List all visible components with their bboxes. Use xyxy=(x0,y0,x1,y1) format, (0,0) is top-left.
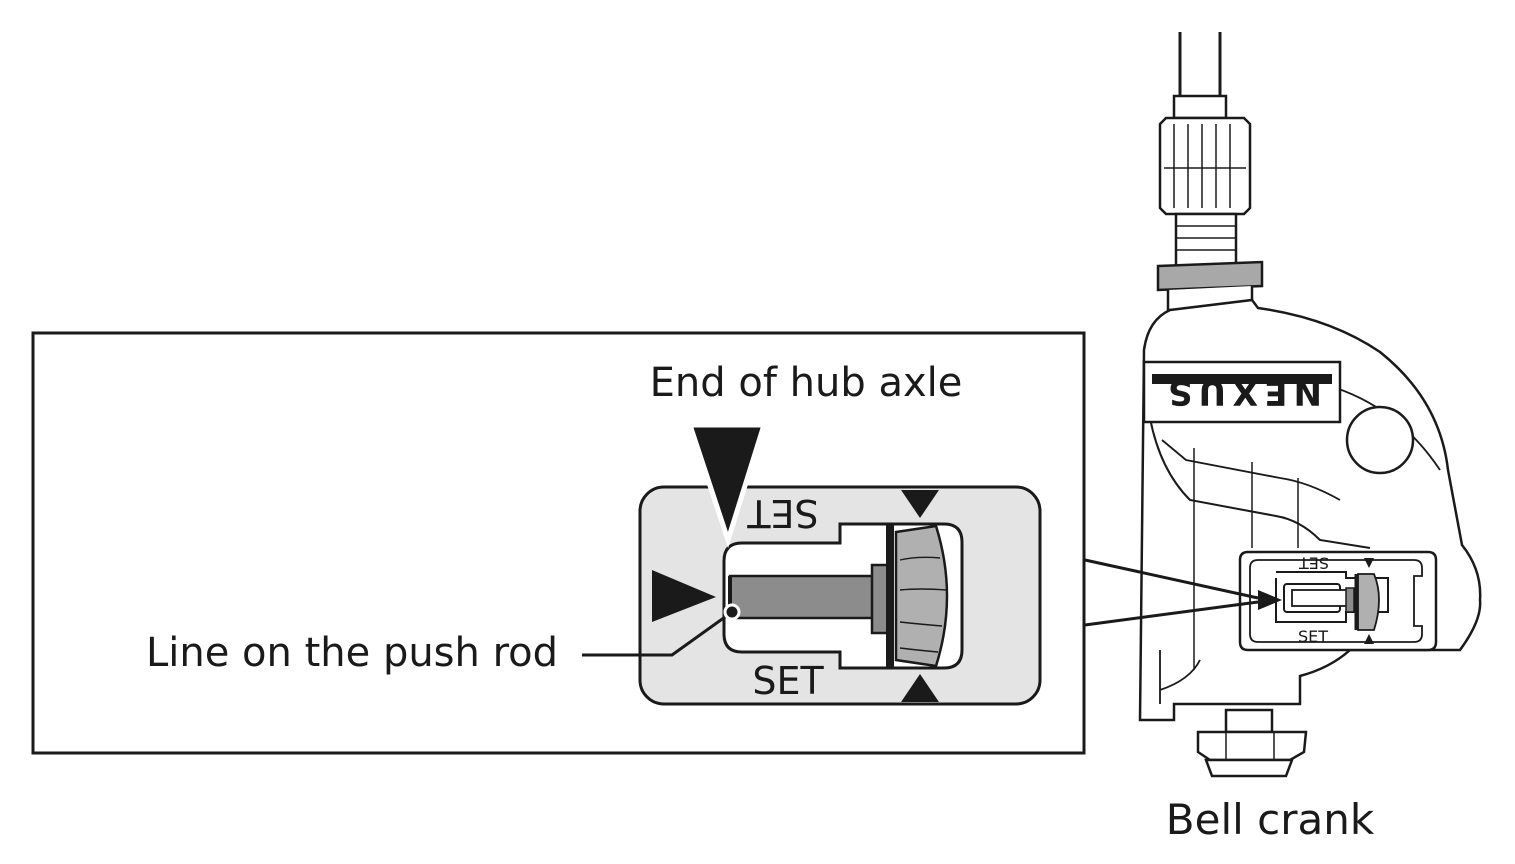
small-set-label-top: SET xyxy=(1299,554,1329,573)
small-set-window xyxy=(1238,550,1438,652)
push-rod-line-arrow xyxy=(652,570,716,622)
push-rod-leader-dot xyxy=(723,603,741,621)
line-on-push-rod-label: Line on the push rod xyxy=(146,630,558,676)
small-pointer-arrow xyxy=(1258,590,1282,610)
marker-triangle-top xyxy=(901,490,939,518)
bell-crank-label: Bell crank xyxy=(1166,795,1375,844)
enlarged-set-window xyxy=(638,485,1042,706)
bell-crank-illustration xyxy=(1138,32,1482,778)
small-marker-triangle-bottom xyxy=(1364,634,1374,644)
end-of-hub-axle-arrow xyxy=(686,422,768,549)
push-rod-leader-line xyxy=(582,610,733,657)
callout-leader-bottom xyxy=(1084,600,1259,627)
nexus-logo-text: NEXUS xyxy=(1162,372,1322,412)
small-set-label-bottom: SET xyxy=(1298,627,1328,646)
callout-leader-top xyxy=(1084,558,1259,600)
end-of-hub-axle-label: End of hub axle xyxy=(650,360,963,406)
set-label-bottom: SET xyxy=(752,659,824,703)
small-marker-triangle-top xyxy=(1364,558,1374,568)
marker-triangle-bottom xyxy=(901,674,939,702)
set-label-top: SET xyxy=(747,491,819,535)
